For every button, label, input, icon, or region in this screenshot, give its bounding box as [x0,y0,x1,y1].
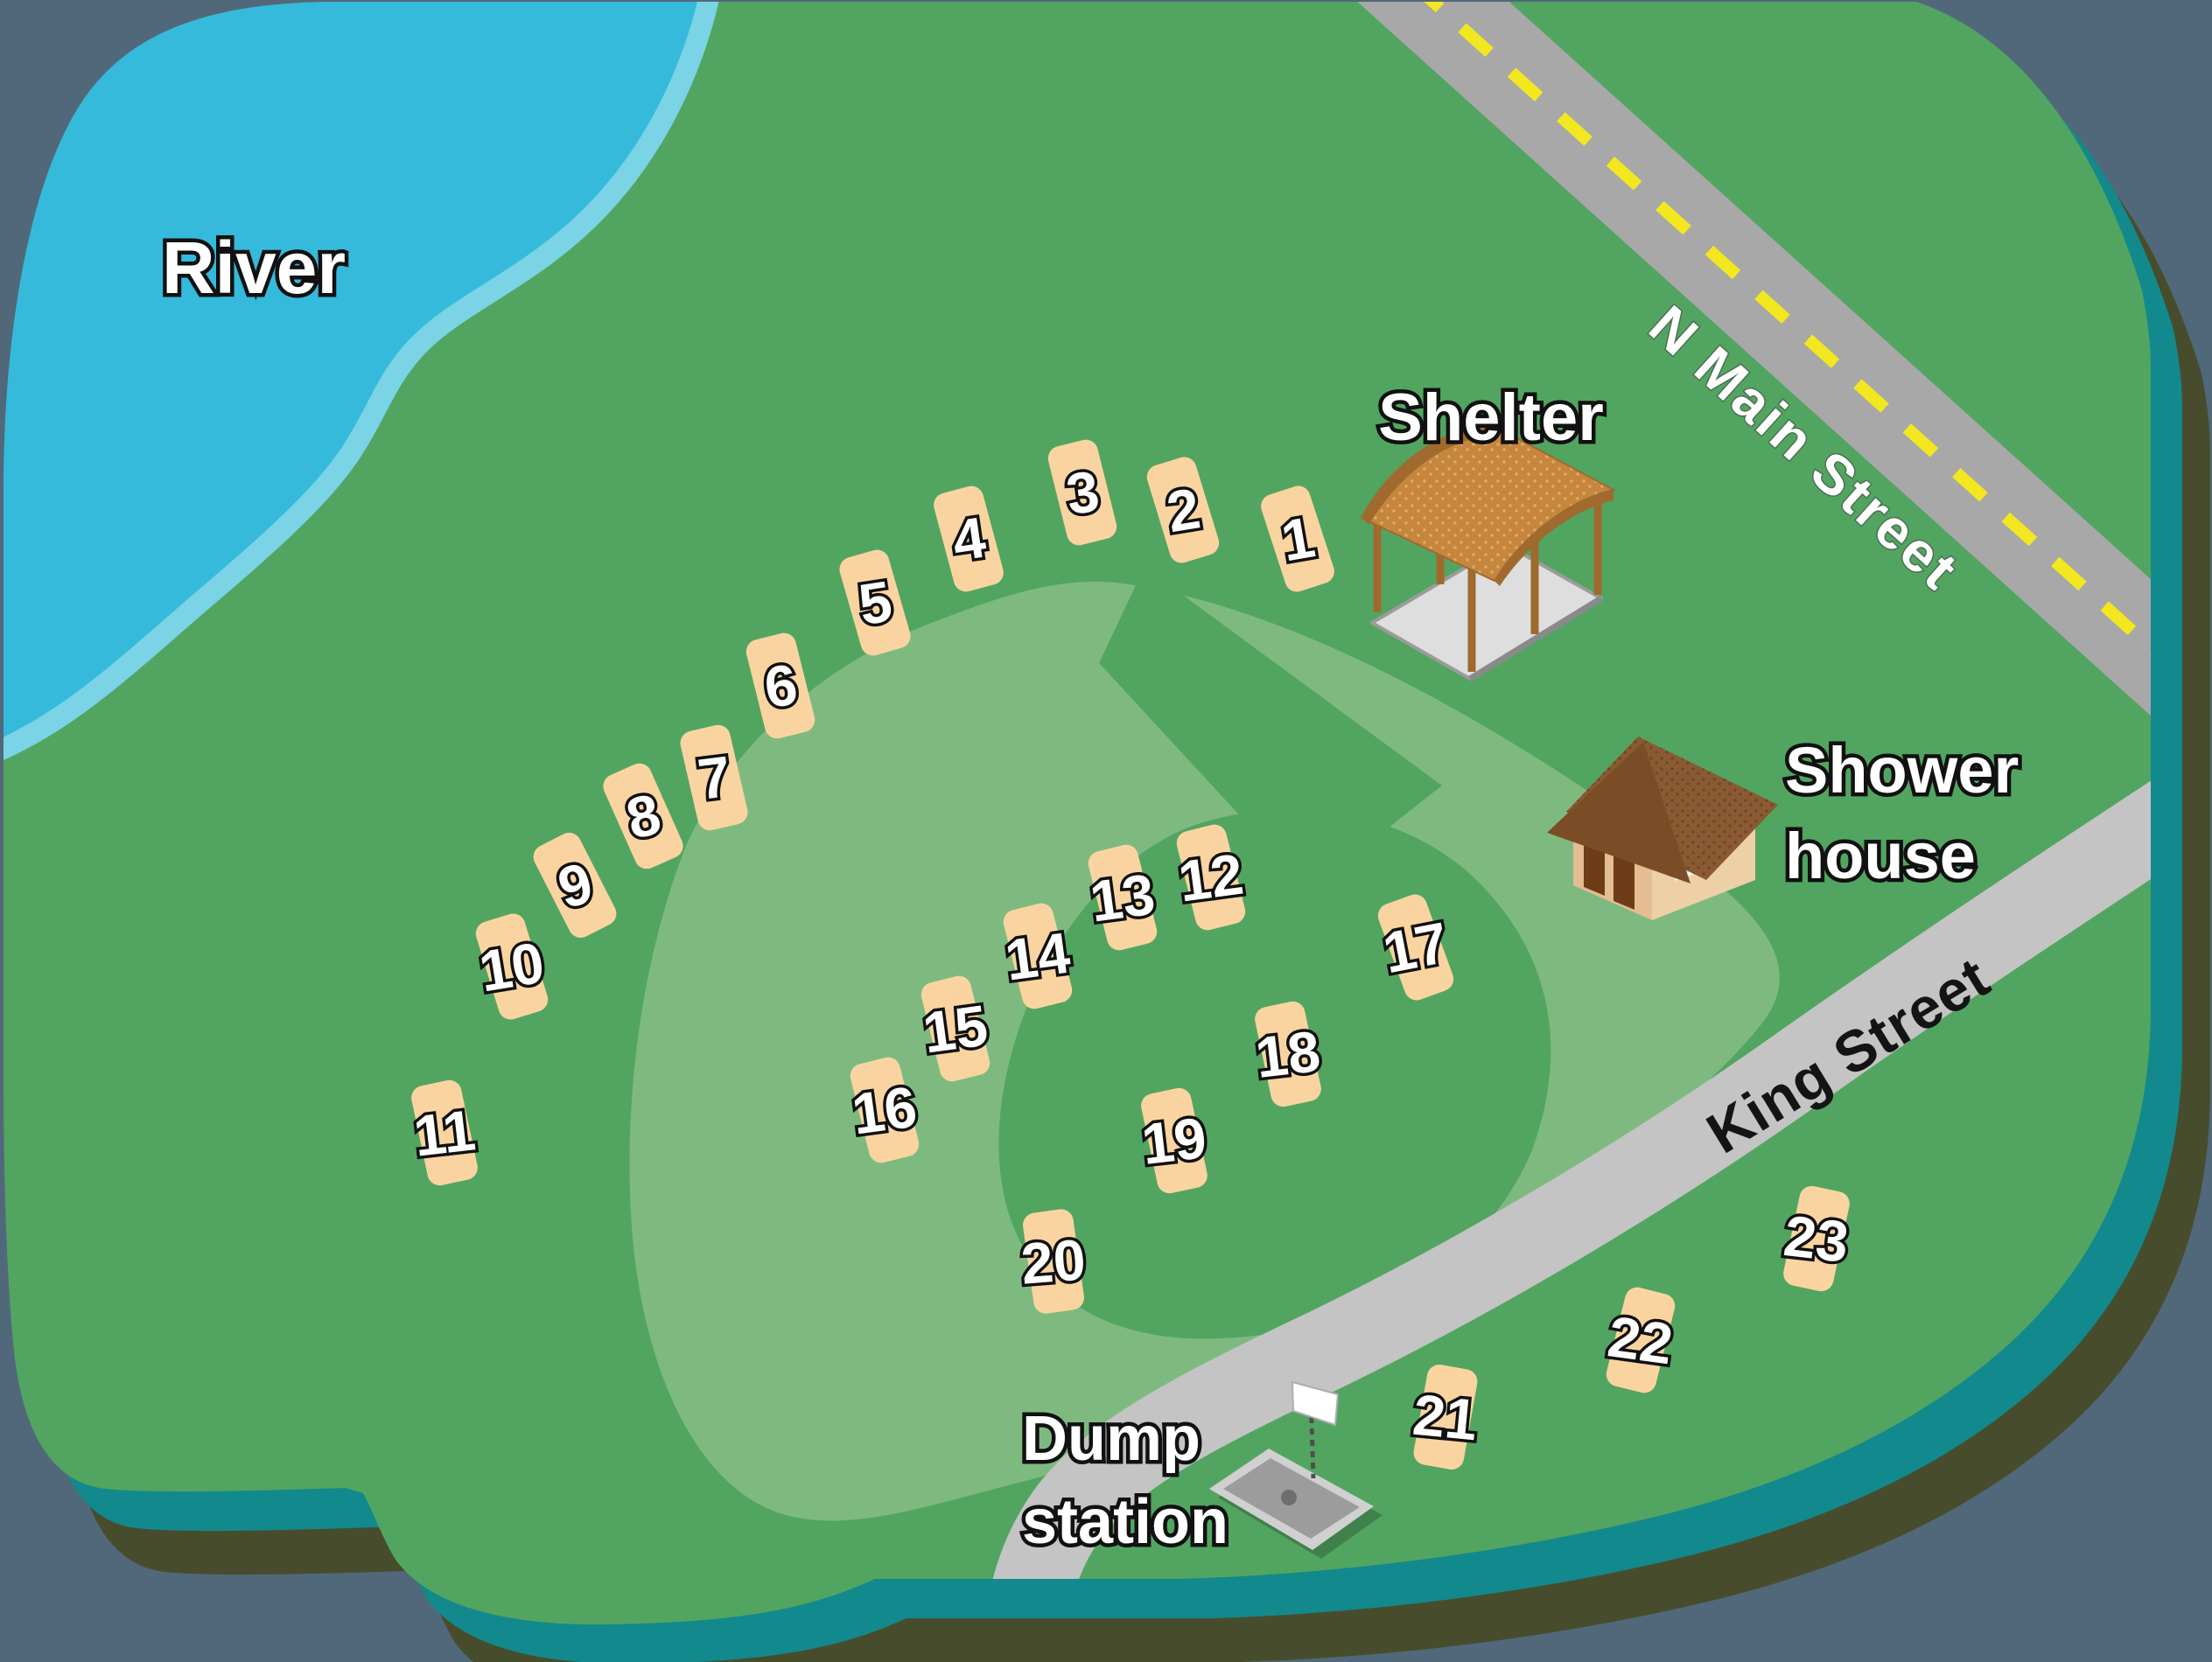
campsite-23: 23 [1778,1184,1855,1294]
campsite-number: 17 [1375,906,1456,988]
campsite-number: 18 [1250,1016,1326,1093]
dump-flag [1291,1380,1340,1427]
campsite-number: 11 [408,1094,482,1172]
campsite-number: 6 [757,648,803,723]
campsite-14: 14 [998,900,1077,1012]
campsite-number: 4 [945,501,992,576]
campsite-20: 20 [1016,1207,1091,1316]
shelter-roof-rim-left [1362,425,1493,525]
shower-house-illustration [1547,737,1778,920]
campsite-4: 4 [930,483,1007,595]
shelter-roof-rim-right [1494,490,1614,586]
campsite-number: 23 [1778,1200,1855,1278]
dump-drain [1281,1490,1297,1505]
campsite-number: 1 [1273,501,1322,576]
campsite-18: 18 [1250,999,1326,1109]
river-label: River [158,227,349,309]
shelter-illustration [1360,423,1616,681]
dump-station-label-line2: station [1018,1484,1232,1561]
shower-house-label-line2: house [1781,816,1979,897]
river [4,2,710,754]
campsite-number: 15 [916,989,995,1068]
campsite-7: 7 [677,722,751,834]
campsite-1: 1 [1257,482,1338,596]
campsite-number: 2 [1158,472,1207,548]
campsite-10: 10 [472,911,552,1023]
campsite-number: 10 [472,926,551,1007]
campsite-5: 5 [836,547,914,659]
campsite-22: 22 [1601,1284,1680,1396]
campsite-11: 11 [408,1078,482,1188]
n-main-street-road [1329,2,2151,766]
campsite-3: 3 [1045,436,1120,548]
campsite-17: 17 [1374,890,1458,1004]
campsite-21: 21 [1407,1362,1484,1472]
river-bank [4,2,721,765]
campsite-number: 19 [1136,1102,1213,1180]
campsite-6: 6 [743,630,818,742]
campsite-number: 22 [1601,1301,1680,1379]
campsite-number: 7 [691,741,738,815]
shelter-label: Shelter [1375,381,1608,455]
campsite-16: 16 [845,1054,924,1166]
campsite-number: 9 [548,847,601,924]
campsite-13: 13 [1083,841,1162,953]
dump-station-label-line1: Dump [1018,1400,1204,1478]
campsite-number: 8 [617,778,669,854]
campsite-number: 16 [845,1071,924,1149]
shower-door-right [1614,846,1634,910]
campsite-number: 5 [851,565,900,640]
king-street-road [981,748,2151,1625]
dump-station-label: Dump station [1018,1398,1232,1564]
campsite-8: 8 [598,759,688,873]
campsite-2: 2 [1144,454,1222,566]
campsite-15: 15 [916,973,995,1085]
campsite-number: 14 [998,917,1077,995]
campsite-number: 13 [1083,858,1162,937]
shower-house-label: Shower house [1781,728,2022,899]
campsite-number: 3 [1059,455,1105,529]
dump-station-illustration [1209,1380,1382,1559]
shower-house-label-line1: Shower [1781,730,2022,811]
campsite-19: 19 [1136,1086,1213,1196]
campsite-number: 20 [1016,1224,1091,1299]
campsite-number: 12 [1172,838,1250,917]
campsite-number: 21 [1407,1379,1483,1456]
camp-loop-gap [1099,567,1442,890]
campsite-9: 9 [528,828,621,942]
shelter-slab-edge [1468,596,1603,681]
shower-roof-gable [1547,742,1690,883]
campsite-12: 12 [1172,821,1250,933]
